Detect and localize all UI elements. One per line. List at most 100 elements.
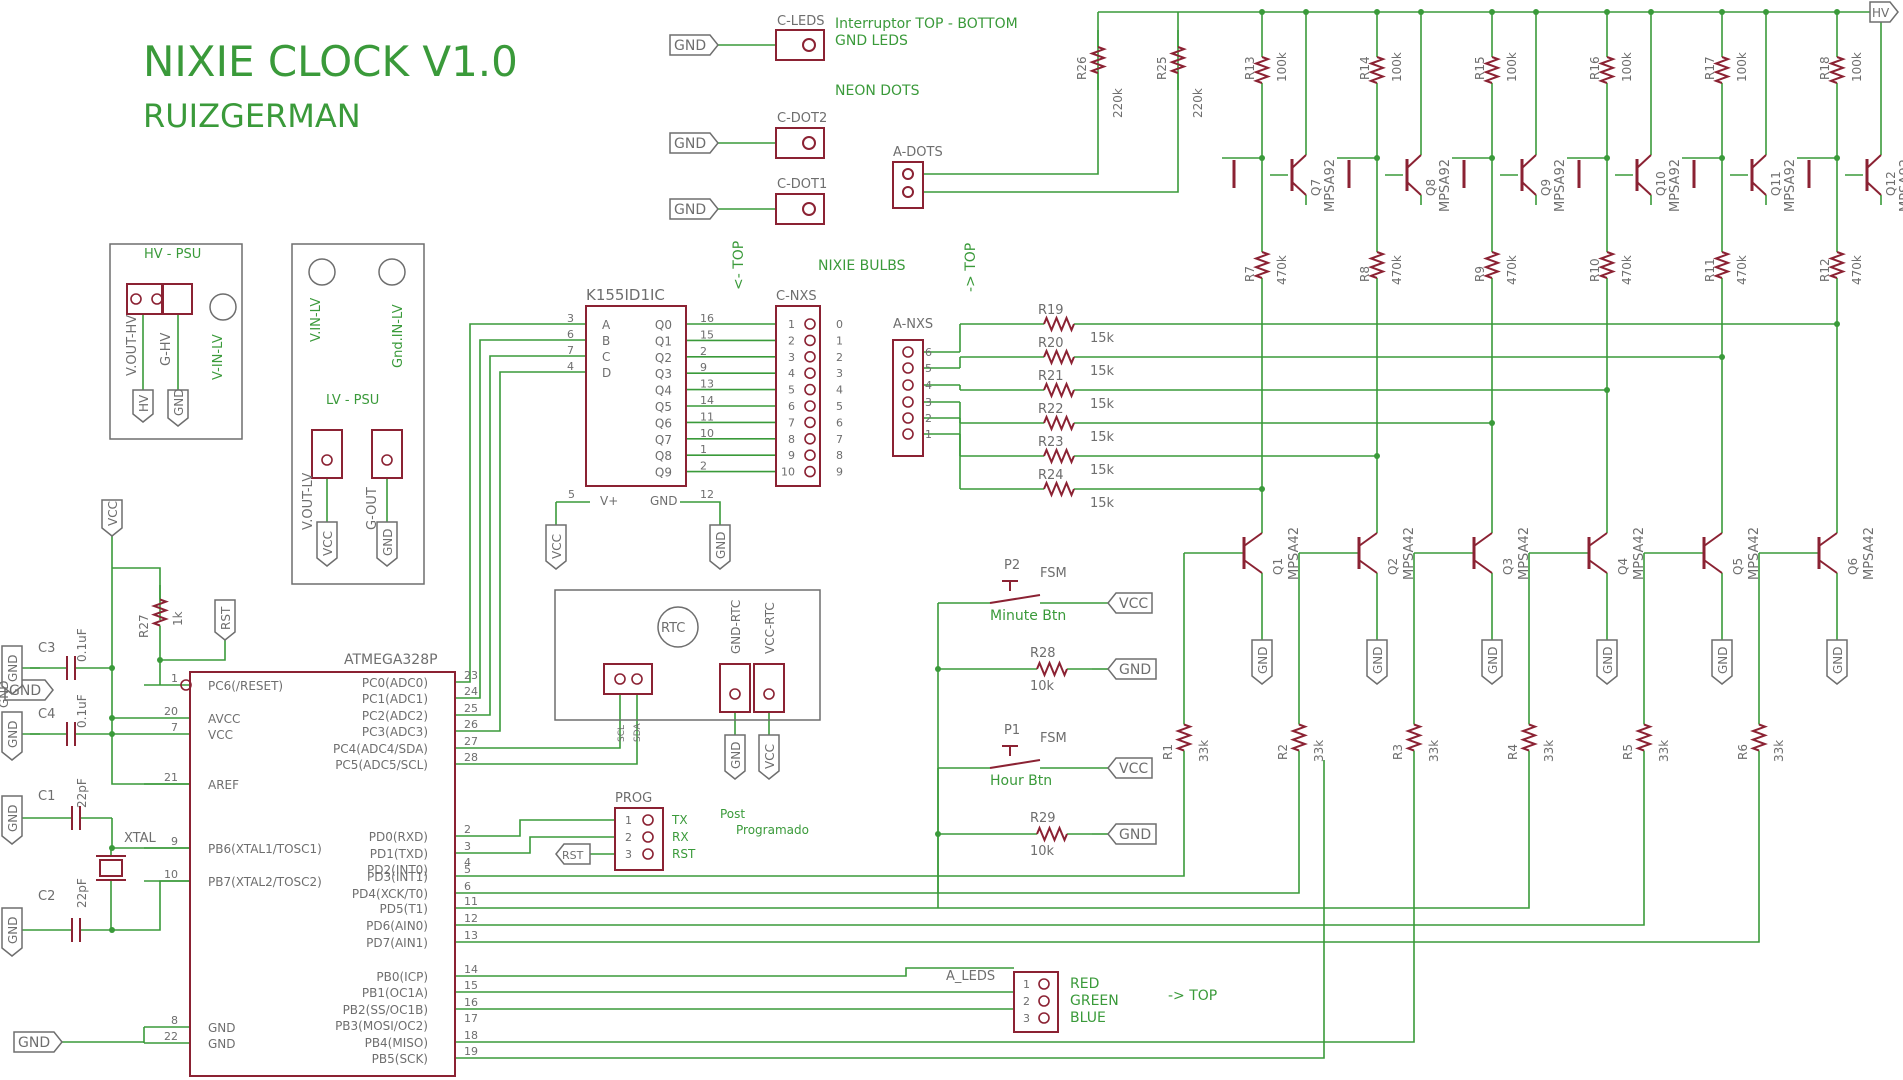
net-tag-label: GND (714, 531, 728, 559)
net-tag-label: VCC (321, 531, 335, 556)
mcu-right-pin: 23 (464, 669, 478, 682)
decoder-output-pin: 1 (700, 443, 707, 456)
pin-pad (802, 38, 816, 52)
net-tag (1107, 757, 1153, 779)
mcu-right-pin: 11 (464, 895, 478, 908)
mcu-right-label: PD0(RXD) (369, 830, 428, 844)
r-bot-name: R8 (1358, 266, 1372, 282)
anode-resistor-name: R20 (1038, 336, 1064, 351)
decoder-input-label: A (602, 318, 611, 332)
mcu-right-label: PC1(ADC1) (362, 692, 428, 706)
c-nxs-pin: 5 (788, 384, 795, 397)
net-tag (1366, 639, 1388, 685)
transistor-lower (1358, 532, 1378, 547)
r26 (1089, 46, 1107, 74)
mcu-left-pin: 8 (171, 1014, 178, 1027)
wire (112, 880, 190, 931)
mcu-right-label: PB1(OC1A) (362, 986, 428, 1000)
pin-pad (804, 334, 816, 347)
wire (160, 640, 226, 661)
transistor-lower (1818, 532, 1838, 547)
mcu-left-pin: 21 (164, 771, 178, 784)
decoder-input-pin: 3 (567, 312, 574, 325)
r-top-value: 100k (1620, 52, 1634, 82)
a-nxs-pin: 6 (925, 346, 932, 359)
rst-tag-label: RST (562, 849, 584, 862)
gnd-tag-vertical (1, 907, 23, 957)
mcu-left-pin: 9 (171, 835, 178, 848)
r-top-value: 100k (1850, 52, 1864, 82)
wire (455, 760, 1645, 926)
a-leds-pin: 2 (1023, 995, 1030, 1008)
rtc-i2c-connector (603, 663, 653, 695)
q-upper-type: MPSA92 (1783, 159, 1798, 212)
pin-pad (902, 346, 914, 358)
q-lower-name: Q2 (1386, 558, 1400, 575)
transistor-upper (1406, 181, 1422, 196)
mcu-left-label: VCC (208, 728, 233, 742)
net-tag (1826, 639, 1848, 685)
c-nxs-pin: 1 (788, 318, 795, 331)
anode-resistor-name: R21 (1038, 369, 1064, 384)
pin-pad (642, 848, 654, 860)
gnd-tag-label: GND (674, 136, 706, 152)
wire (455, 819, 615, 837)
r-top-name: R18 (1818, 56, 1832, 80)
decoder-output-label: Q7 (655, 433, 672, 447)
c4-value: 0.1uF (75, 694, 89, 728)
net-tag-label: GND (1119, 662, 1151, 678)
transistor-lower (1473, 532, 1493, 547)
anode-resistor (1043, 414, 1075, 432)
prog-pin-label: RST (672, 847, 696, 861)
hv-psu-box (109, 243, 243, 440)
r27 (151, 598, 169, 627)
r-top-value: 100k (1735, 52, 1749, 82)
pin-pad (902, 396, 914, 408)
net-tag (1481, 639, 1503, 685)
q-lower-name: Q1 (1271, 558, 1285, 575)
gnd-tag-label: GND (674, 202, 706, 218)
junction-dot (1533, 9, 1539, 15)
net-tag (376, 521, 398, 567)
net-tag-label: RST (219, 606, 233, 630)
anode-resistor-value: 15k (1090, 397, 1115, 412)
r26-value: 220k (1111, 88, 1125, 118)
mcu-right-label: PB3(MOSI/OC2) (335, 1019, 428, 1033)
c-nxs-pin: 9 (788, 449, 795, 462)
r-base (1520, 723, 1538, 752)
net-tag-label: HV (137, 394, 151, 412)
gnd-tag-label: GND (9, 683, 41, 699)
mcu-left-pin: 10 (164, 868, 178, 881)
rtc-label: RTC (661, 621, 685, 636)
r-base (1635, 723, 1653, 752)
q-lower-name: Q6 (1846, 558, 1860, 575)
rtc-box (554, 589, 821, 721)
q-upper-type: MPSA92 (1553, 159, 1568, 212)
q-lower-name: Q5 (1731, 558, 1745, 575)
r-base (1405, 723, 1423, 752)
r-base-name: R5 (1621, 744, 1635, 760)
pin-pad (902, 379, 914, 391)
r-top (1253, 56, 1271, 84)
r-base-name: R1 (1161, 744, 1175, 760)
net-tag-label: VCC (1119, 761, 1148, 777)
net-tag-label: GND (1716, 646, 1730, 674)
led-color-label: BLUE (1070, 1010, 1106, 1026)
wire (455, 760, 1530, 909)
mcu-right-label: PB5(SCK) (372, 1052, 428, 1066)
anode-resistor-name: R22 (1038, 402, 1064, 417)
anode-resistor (1043, 480, 1075, 498)
a-nxs-pin: 3 (925, 396, 932, 409)
pin-pad (902, 412, 914, 424)
gnd-tag (669, 34, 719, 56)
r-bot-name: R11 (1703, 258, 1717, 282)
r25-value: 220k (1191, 88, 1205, 118)
mcu-right-pin: 14 (464, 963, 478, 976)
pin-pad (130, 293, 142, 305)
anode-resistor-value: 15k (1090, 463, 1115, 478)
pin-pad (381, 454, 393, 466)
a-nxs-label: A-NXS (893, 317, 933, 332)
q-lower-type: MPSA42 (1402, 527, 1417, 580)
prog-pin-label: RX (672, 830, 689, 844)
pulldown-name: R29 (1030, 811, 1056, 826)
